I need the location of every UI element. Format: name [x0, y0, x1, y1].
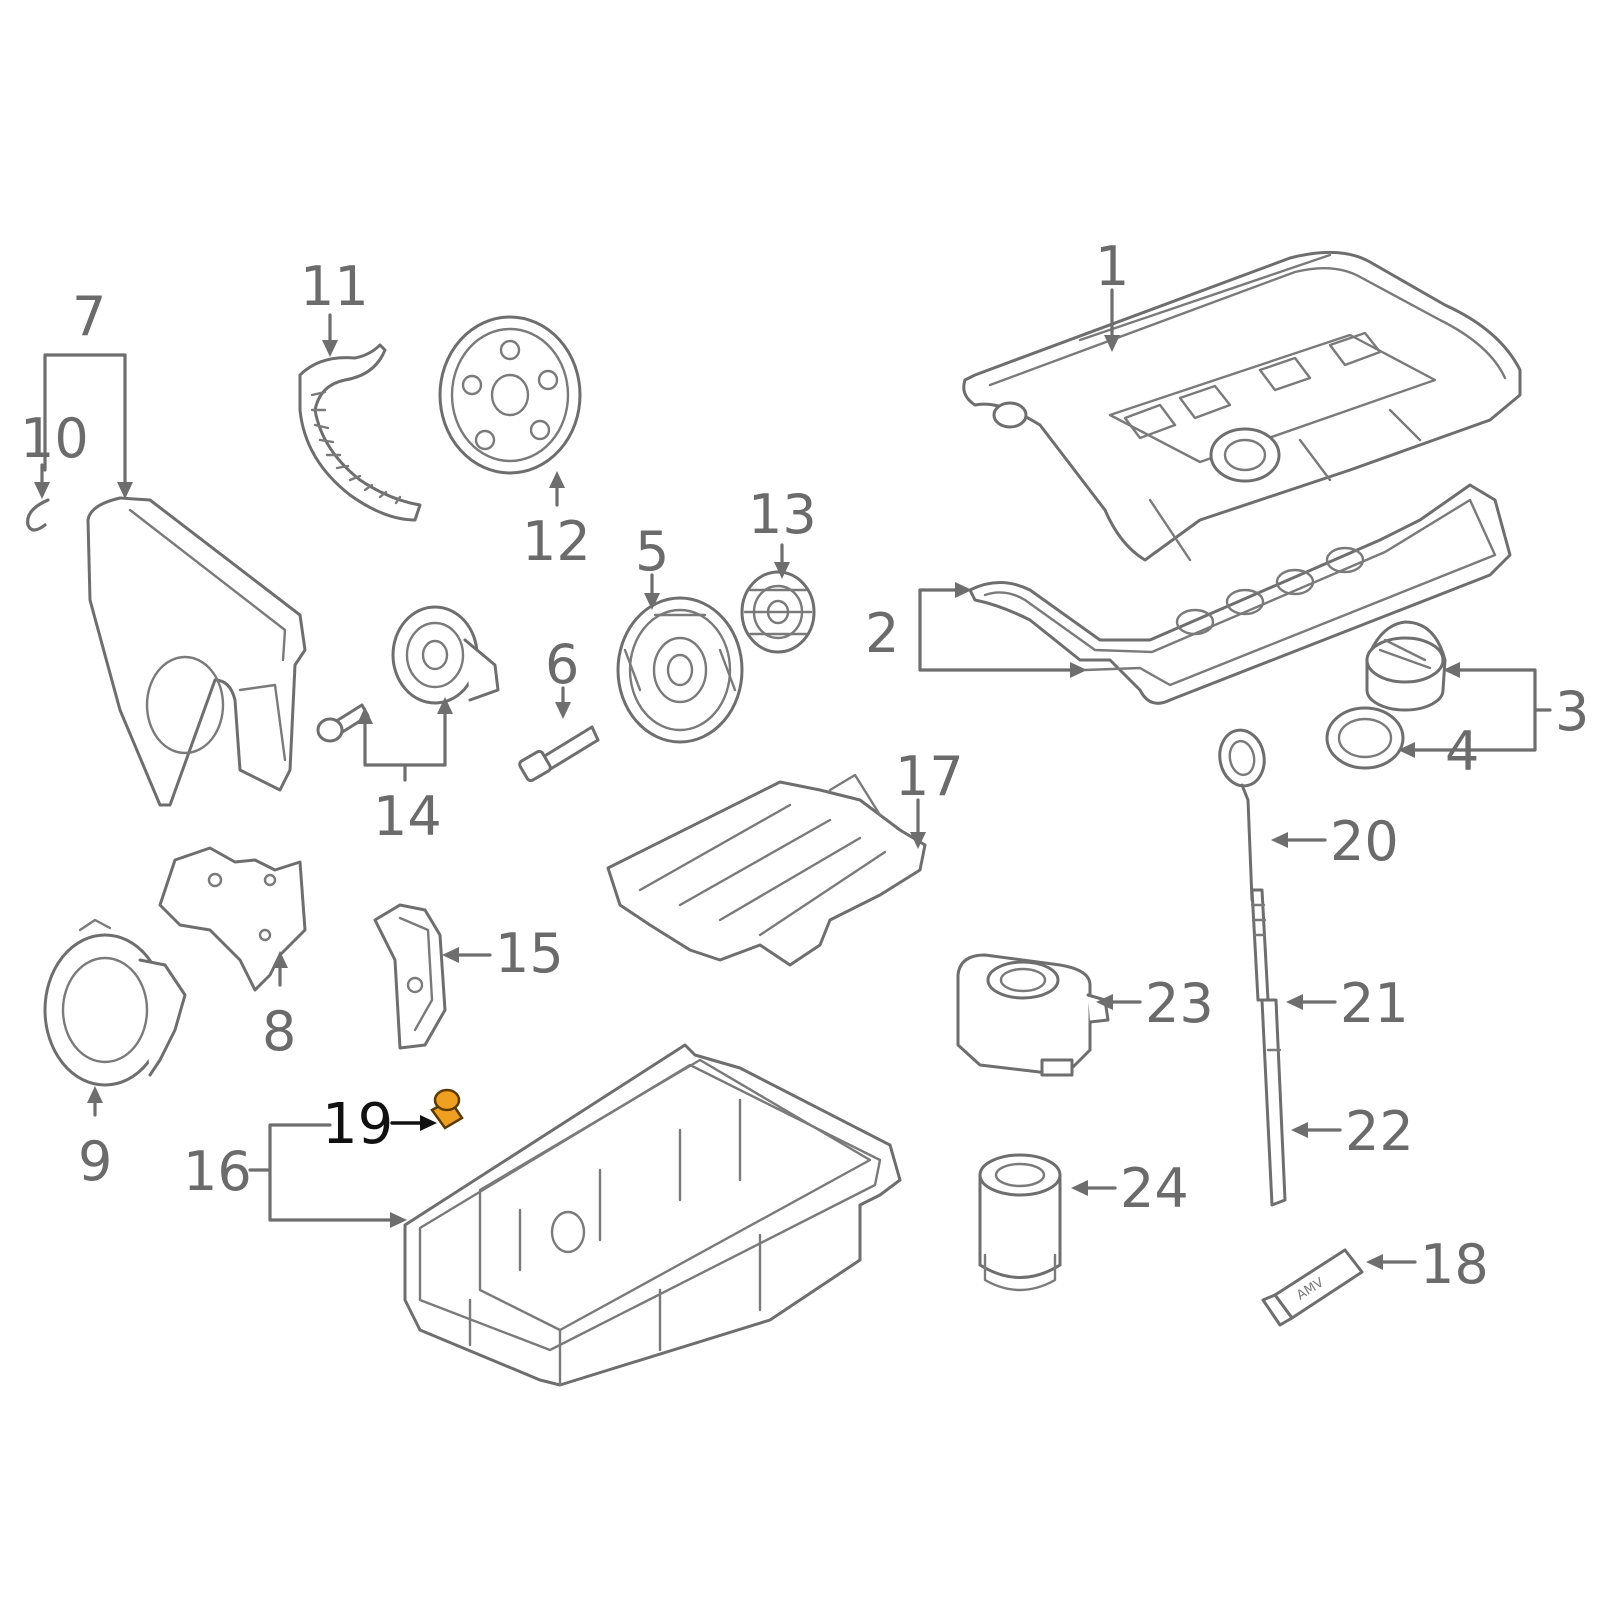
callout-17: 17: [895, 745, 964, 808]
callout-24: 24: [1120, 1157, 1189, 1220]
callout-6: 6: [545, 633, 579, 696]
valve-cover: [962, 250, 1522, 562]
callout-labels: 1 2 3 4 5 6 7 8 9 10 11 12 13 14 15 16 1…: [20, 235, 1589, 1296]
oil-cooler: [956, 953, 1110, 1077]
callout-13: 13: [748, 483, 817, 546]
idler-pulley: [740, 570, 816, 654]
callout-3: 3: [1555, 680, 1589, 743]
pulley-bolt: [518, 725, 600, 783]
callout-20: 20: [1330, 810, 1399, 873]
callout-21: 21: [1340, 972, 1409, 1035]
callout-10: 10: [20, 407, 89, 470]
camshaft-sprocket: [438, 315, 582, 475]
oil-filter: [978, 1153, 1062, 1292]
drain-plug: [430, 1088, 464, 1130]
callout-23: 23: [1145, 972, 1214, 1035]
callout-12: 12: [522, 510, 591, 573]
tensioner-bracket: [373, 903, 447, 1050]
dipstick-tube: [1250, 888, 1270, 1002]
oil-cap-seal: [1325, 706, 1405, 770]
crankshaft-pulley: [616, 596, 744, 744]
drain-plug-head: [433, 1088, 461, 1112]
dipstick-guide: [1260, 998, 1287, 1207]
callout-5: 5: [635, 520, 669, 583]
tensioner-bolt: [316, 703, 370, 743]
callout-18: 18: [1420, 1233, 1489, 1296]
callout-4: 4: [1445, 720, 1479, 783]
oil-filler-cap: [1365, 620, 1447, 712]
callout-1: 1: [1095, 235, 1129, 298]
oil-pan: [403, 1043, 902, 1387]
oil-baffle: [606, 773, 927, 967]
sealant-tube: AMV: [1261, 1248, 1364, 1327]
timing-belt-cover-upper: [86, 496, 307, 807]
timing-belt: [298, 343, 422, 522]
callout-9: 9: [78, 1130, 112, 1193]
callout-22: 22: [1345, 1100, 1414, 1163]
callout-16: 16: [183, 1140, 252, 1203]
belt-tensioner: [391, 605, 500, 705]
callout-15: 15: [495, 922, 564, 985]
retaining-clip: [26, 498, 50, 532]
callout-19: 19: [322, 1092, 393, 1157]
timing-cover-lower: [43, 918, 187, 1087]
valve-cover-gasket: [968, 483, 1512, 705]
callout-7: 7: [72, 285, 106, 348]
callout-11: 11: [300, 255, 369, 318]
dipstick: [1218, 728, 1266, 902]
callout-14: 14: [373, 785, 442, 848]
callout-2: 2: [865, 602, 899, 665]
callout-8: 8: [262, 1000, 296, 1063]
leader-lines: [34, 288, 1552, 1270]
timing-cover-middle: [158, 846, 307, 992]
